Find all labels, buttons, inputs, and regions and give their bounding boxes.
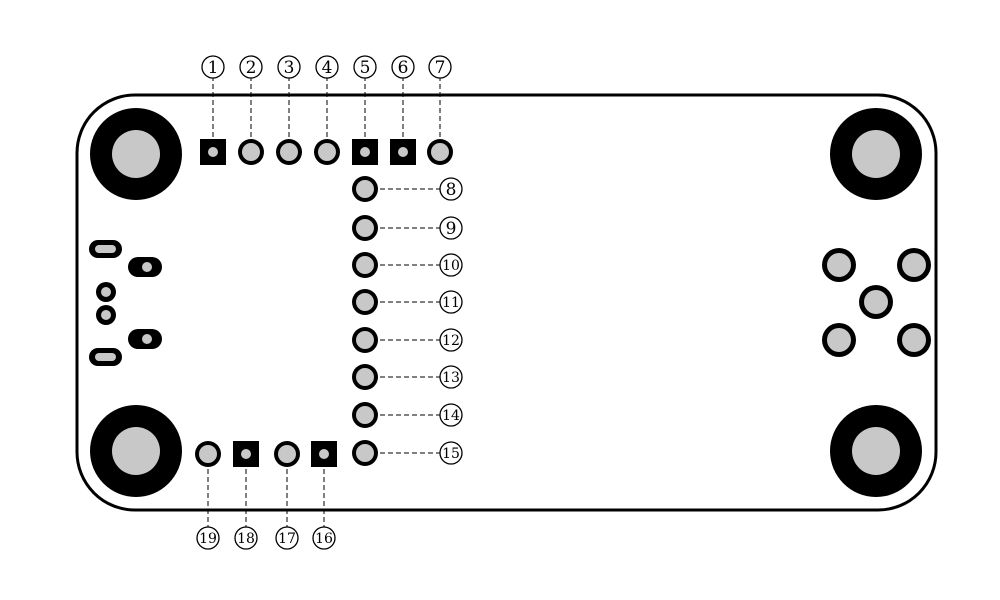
pin-19: 19 <box>195 441 221 550</box>
pin-label-circle <box>312 526 336 550</box>
pin-label: 13 <box>442 370 460 386</box>
pin-label-circle <box>439 365 463 389</box>
pin-label-circle <box>439 177 463 201</box>
pin-14: 14 <box>352 402 463 428</box>
mounting-hole-top-left <box>90 108 182 200</box>
pin-label: 18 <box>237 531 255 547</box>
pin-label-circle <box>439 328 463 352</box>
pin-label-circle <box>277 55 301 79</box>
right-pad-cluster <box>822 248 931 357</box>
pin-label: 19 <box>199 531 217 547</box>
left-connector-pads <box>89 240 162 366</box>
mounting-hole-bottom-left <box>90 405 182 497</box>
pin-7: 7 <box>427 55 453 165</box>
pin-label: 14 <box>442 408 460 424</box>
pin-label-circle <box>234 526 258 550</box>
pin-label-circle <box>391 55 415 79</box>
mounting-hole-bottom-right <box>830 405 922 497</box>
pin-label-circle <box>439 290 463 314</box>
pin-label-circle <box>428 55 452 79</box>
pin-label-circle <box>439 441 463 465</box>
pin-4: 4 <box>314 55 340 165</box>
pin-10: 10 <box>352 252 463 278</box>
pin-label: 6 <box>398 58 409 78</box>
pin-6: 6 <box>390 55 416 165</box>
pin-17: 17 <box>274 441 300 550</box>
mounting-holes <box>90 108 922 497</box>
pin-1: 1 <box>200 55 226 165</box>
pin-label: 16 <box>315 531 333 547</box>
pin-label: 8 <box>446 180 457 200</box>
pin-label: 12 <box>442 333 460 349</box>
pin-18: 18 <box>233 441 259 550</box>
pin-label-circle <box>239 55 263 79</box>
mounting-hole-top-right <box>830 108 922 200</box>
pin-label: 10 <box>442 258 460 274</box>
pin-label-circle <box>439 253 463 277</box>
pin-3: 3 <box>276 55 302 165</box>
pin-9: 9 <box>352 215 463 241</box>
pin-label-circle <box>439 216 463 240</box>
pin-label: 2 <box>246 58 257 78</box>
pin-label-circle <box>439 403 463 427</box>
pin-5: 5 <box>352 55 378 165</box>
pin-11: 11 <box>352 289 463 315</box>
pin-label: 7 <box>435 58 446 78</box>
board-outline <box>75 93 938 512</box>
pin-12: 12 <box>352 327 463 353</box>
pin-13: 13 <box>352 364 463 390</box>
pin-label: 11 <box>442 295 460 311</box>
pin-label: 4 <box>322 58 333 78</box>
pin-label-circle <box>353 55 377 79</box>
pin-label: 9 <box>446 219 457 239</box>
pin-label-circle <box>201 55 225 79</box>
pin-label-circle <box>275 526 299 550</box>
pin-label: 17 <box>278 531 296 547</box>
pin-8: 8 <box>352 176 463 202</box>
pin-label-circle <box>196 526 220 550</box>
pin-label-circle <box>315 55 339 79</box>
pin-2: 2 <box>238 55 264 165</box>
pin-label: 5 <box>360 58 371 78</box>
pin-label: 3 <box>284 58 295 78</box>
pin-label: 1 <box>208 58 219 78</box>
pin-16: 16 <box>311 441 337 550</box>
pin-15: 15 <box>352 440 463 466</box>
pin-label: 15 <box>442 446 460 462</box>
